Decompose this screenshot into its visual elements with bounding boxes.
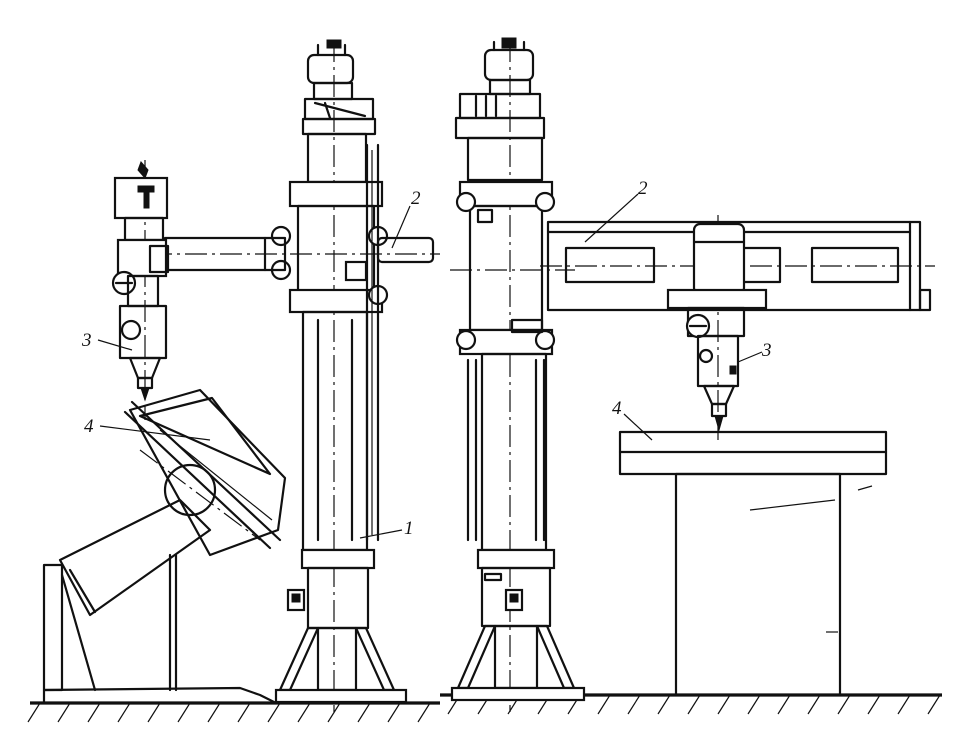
callout-column-left: 1: [404, 518, 414, 539]
callout-boom-right: 2: [638, 178, 648, 199]
right-column: [450, 37, 586, 712]
right-welding-head: [666, 215, 768, 440]
callout-boom-left: 2: [411, 188, 421, 209]
left-column: [270, 39, 408, 712]
callout-workpiece-right: 4: [612, 398, 622, 419]
left-boom: [150, 236, 440, 282]
callouts-right: 2 3 4: [584, 178, 772, 441]
callout-head-right: 3: [761, 340, 772, 361]
left-welding-head: [111, 160, 170, 420]
left-workpiece: [42, 388, 287, 705]
callouts-left: 2 3 4 1: [81, 188, 421, 539]
callout-workpiece-left: 4: [84, 416, 94, 437]
callout-head-left: 3: [81, 330, 92, 351]
right-workpiece: [618, 430, 888, 697]
ground-left: [27, 701, 440, 723]
